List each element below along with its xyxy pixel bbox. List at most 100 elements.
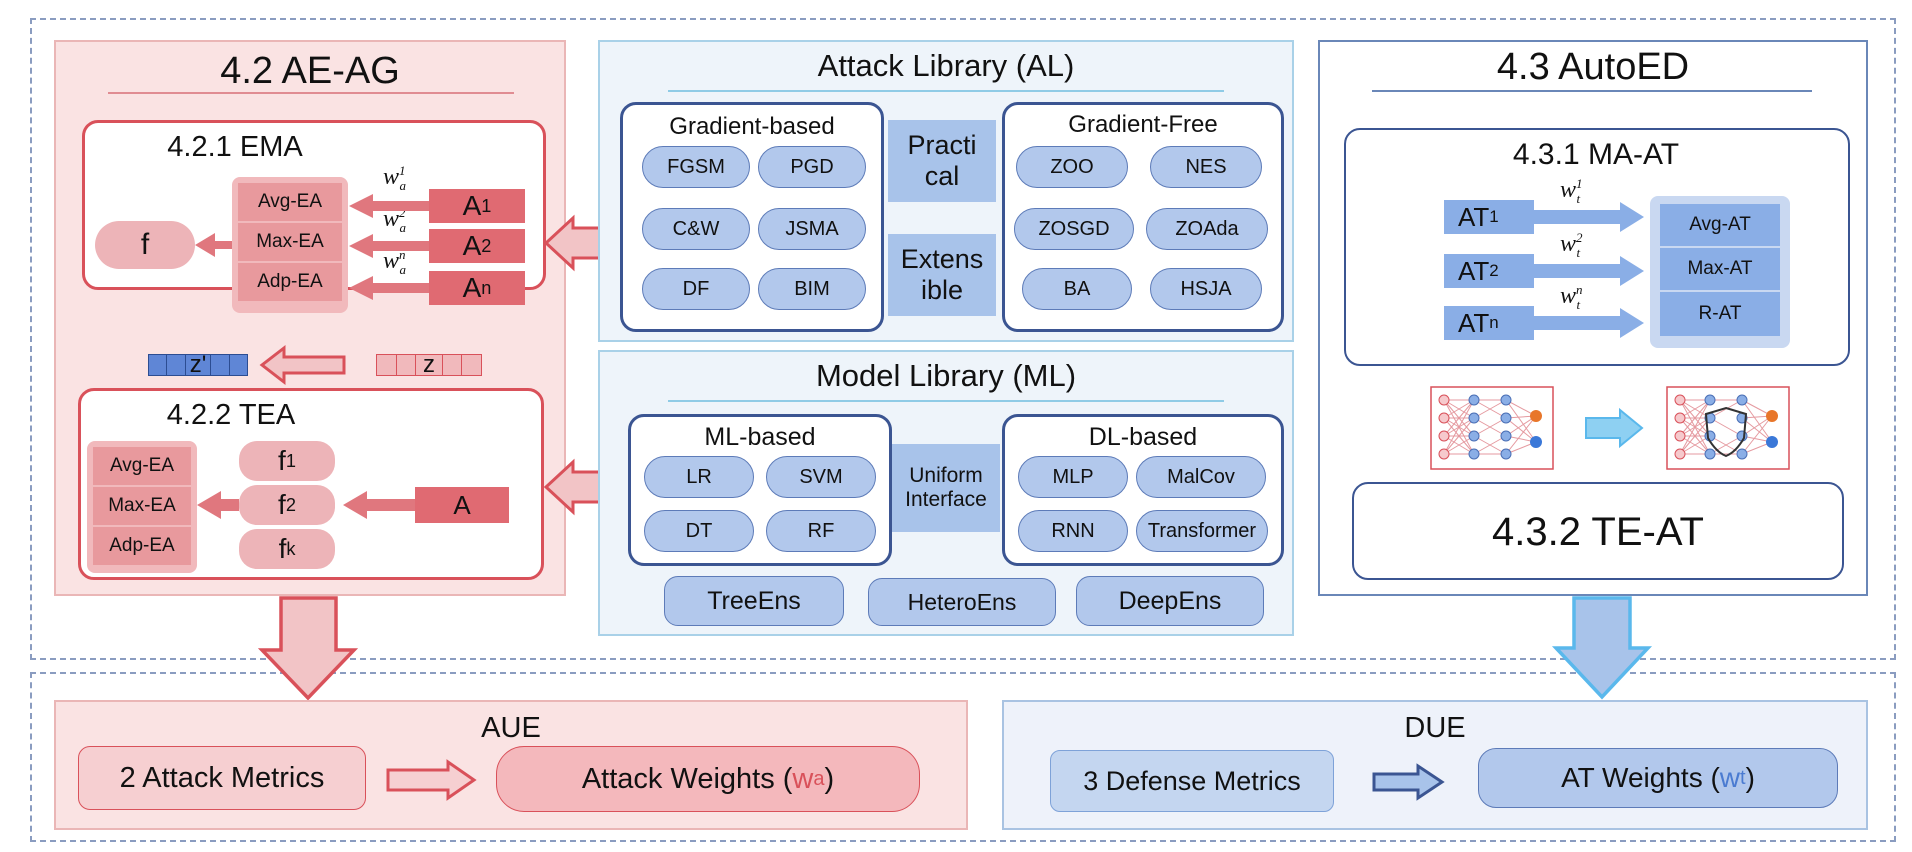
z-arrow xyxy=(259,344,346,386)
robust-network-icon xyxy=(1666,386,1790,470)
ema-arrow-to-f xyxy=(195,233,232,257)
model-mlp: MLP xyxy=(1018,456,1128,498)
defense-metrics-box: 3 Defense Metrics xyxy=(1050,750,1334,812)
ma-at-arrow-2 xyxy=(1534,256,1644,286)
attack-bim: BIM xyxy=(758,268,866,310)
model-library-title: Model Library (ML) xyxy=(815,358,1077,393)
neural-network-icon xyxy=(1430,386,1554,470)
tea-arrow-to-ensemble xyxy=(197,491,239,519)
weight-wt2: w2t xyxy=(1560,230,1583,260)
model-library-underline xyxy=(668,400,1224,402)
model-rnn: RNN xyxy=(1018,510,1128,552)
tea-ensemble-avg: Avg-EA xyxy=(93,447,191,485)
tea-arrows xyxy=(197,491,415,519)
due-title: DUE xyxy=(1404,712,1466,744)
model-svm: SVM xyxy=(766,456,876,498)
ema-arrow-3 xyxy=(349,276,429,300)
z-label: z xyxy=(416,351,443,378)
model-library-panel: Model Library (ML) ML-based LR SVM DT RF… xyxy=(598,350,1294,636)
weight-wt1: w1t xyxy=(1560,176,1583,206)
ema-title: 4.2.1 EMA xyxy=(167,131,303,163)
due-arrow xyxy=(1372,763,1445,801)
model-transformer: Transformer xyxy=(1136,510,1268,552)
autoed-title-underline xyxy=(1372,90,1812,92)
ae-ag-title-underline xyxy=(108,92,514,94)
ema-ensemble-adp: Adp-EA xyxy=(238,263,342,301)
ae-ag-title: 4.2 AE-AG xyxy=(220,50,400,92)
method-avg-at: Avg-AT xyxy=(1660,204,1780,246)
attack-df: DF xyxy=(642,268,750,310)
ensemble-heteroens: HeteroEns xyxy=(868,578,1056,626)
ema-arrows xyxy=(195,194,429,300)
model-malcov: MalCov xyxy=(1136,456,1266,498)
ma-at-arrow-3 xyxy=(1534,308,1644,338)
dl-based-title: DL-based xyxy=(1088,423,1198,451)
attack-library-panel: Attack Library (AL) Gradient-based FGSM … xyxy=(598,40,1294,342)
ensemble-treeens: TreeEns xyxy=(664,576,844,626)
gradient-free-title: Gradient-Free xyxy=(1068,111,1218,138)
model-rf: RF xyxy=(766,510,876,552)
attack-hsja: HSJA xyxy=(1150,268,1262,310)
aue-title: AUE xyxy=(481,712,541,744)
top-dashed-frame xyxy=(30,18,1896,660)
te-at-box: 4.3.2 TE-AT xyxy=(1352,482,1844,580)
tea-title: 4.2.2 TEA xyxy=(166,399,296,431)
weight-wtn: wnt xyxy=(1560,282,1583,312)
model-lr: LR xyxy=(644,456,754,498)
ae-ag-to-aue-arrow xyxy=(257,596,359,701)
z-vector: z xyxy=(376,351,482,378)
weight-wan: wna xyxy=(383,247,407,277)
gradient-based-title: Gradient-based xyxy=(669,113,835,140)
tea-attack-a: A xyxy=(415,487,509,523)
autoed-title: 4.3 AutoED xyxy=(1496,46,1690,88)
attack-library-title: Attack Library (AL) xyxy=(817,48,1075,83)
tea-ensemble-adp: Adp-EA xyxy=(93,527,191,565)
ma-at-arrows xyxy=(1534,202,1644,338)
attack-fgsm: FGSM xyxy=(642,146,750,188)
aue-arrow xyxy=(386,759,477,801)
attack-jsma: JSMA xyxy=(758,208,866,250)
attack-zosgd: ZOSGD xyxy=(1014,208,1134,250)
z-prime-label: z' xyxy=(186,351,212,378)
attack-zoada: ZOAda xyxy=(1146,208,1268,250)
ml-based-title: ML-based xyxy=(704,423,816,451)
attack-library-underline xyxy=(668,90,1224,92)
attack-cw: C&W xyxy=(642,208,750,250)
ema-arrow-1 xyxy=(349,194,429,218)
method-r-at: R-AT xyxy=(1660,292,1780,336)
te-at-title: 4.3.2 TE-AT xyxy=(1492,510,1704,554)
ma-at-arrow-1 xyxy=(1534,202,1644,232)
method-max-at: Max-AT xyxy=(1660,248,1780,290)
ema-ensemble-avg: Avg-EA xyxy=(238,183,342,221)
f-node: f xyxy=(95,221,195,269)
shield-icon xyxy=(1704,406,1748,458)
attack-ba: BA xyxy=(1022,268,1132,310)
train-arrow-icon xyxy=(1585,407,1644,449)
attack-pgd: PGD xyxy=(758,146,866,188)
z-prime-vector: z' xyxy=(148,351,248,378)
tea-arrow-to-models xyxy=(343,491,415,519)
ma-at-title: 4.3.1 MA-AT xyxy=(1512,138,1680,171)
bottom-dashed-frame xyxy=(30,672,1896,842)
